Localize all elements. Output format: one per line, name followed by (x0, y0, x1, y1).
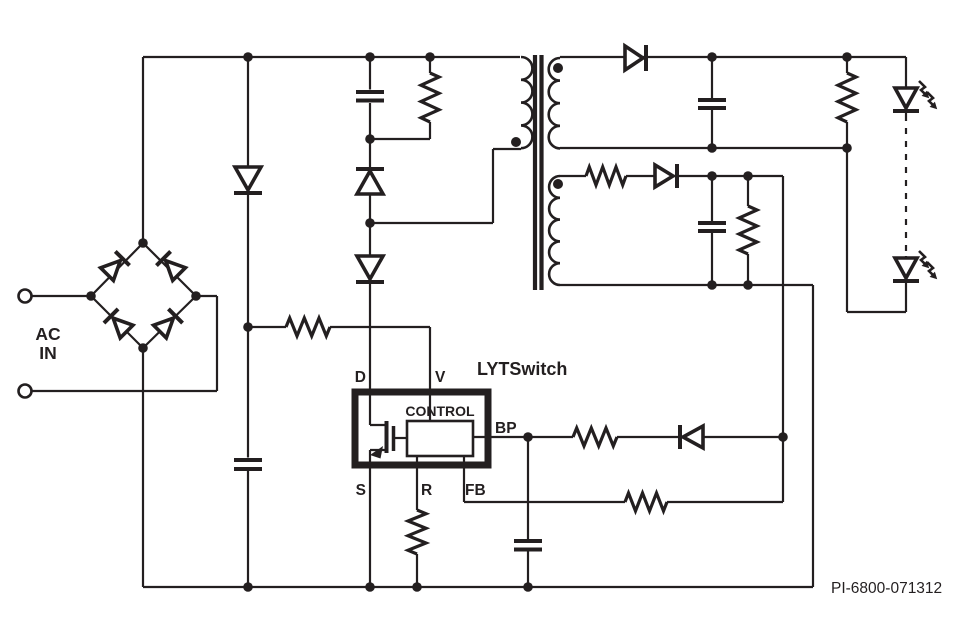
output1-preload-resistor (834, 71, 860, 124)
light-emission-arrow-icon (917, 249, 931, 270)
bridge-diode-icon (97, 249, 132, 284)
ac-terminal-bottom (17, 383, 33, 399)
pin-label-source: S (356, 482, 366, 499)
text-labels: LYTSwitch D V S R FB BP PI-6800-071312 (355, 359, 942, 597)
clamp-capacitor (356, 90, 384, 103)
transformer (511, 55, 563, 290)
clamp-resistor (417, 71, 443, 124)
light-emission-arrow-icon (917, 79, 931, 100)
output1-filter-capacitor (698, 98, 726, 110)
mosfet-icon (370, 421, 407, 459)
voltage-sense-resistor (284, 313, 332, 341)
junction-dots (86, 52, 852, 592)
lytswitch-ic: CONTROL (351, 388, 492, 469)
r-pin-resistor (403, 508, 431, 556)
light-emission-arrow-icon (925, 90, 939, 111)
bypass-diode (678, 422, 705, 452)
output2-filter-capacitor (698, 221, 726, 233)
pin-label-bypass: BP (495, 420, 517, 437)
bypass-resistor (571, 423, 619, 451)
feedback-resistor (623, 488, 669, 516)
pin-label-drain: D (355, 369, 366, 386)
output2-preload-resistor (735, 204, 761, 256)
bridge-rectifier (90, 242, 197, 349)
pin-label-feedback: FB (465, 482, 486, 499)
pin-label-voltage: V (435, 369, 446, 386)
primary-polarity-dot (511, 137, 521, 147)
bulk-filter-capacitor (234, 458, 262, 471)
led-icon (891, 79, 939, 113)
output1-rectifier-diode (623, 42, 648, 74)
ac-in-label-line1: AC (35, 324, 61, 344)
led-icon (891, 249, 939, 283)
ac-in-label-line2: IN (39, 343, 57, 363)
control-label: CONTROL (405, 403, 475, 419)
bridge-diode-icon (156, 251, 186, 281)
clamp-diode (353, 167, 387, 196)
part-number-label: PI-6800-071312 (831, 580, 942, 597)
winding2-polarity-dot (553, 179, 563, 189)
input-blocking-diode (231, 165, 265, 195)
ac-input: AC IN (17, 288, 61, 399)
output2-series-resistor (584, 162, 628, 190)
ic-outline (351, 388, 492, 469)
ac-terminal-top (17, 288, 33, 304)
control-block (405, 419, 475, 458)
pin-label-resistor: R (421, 482, 432, 499)
series-blocking-diode (353, 254, 387, 284)
bypass-capacitor (514, 539, 542, 552)
led-string (891, 79, 939, 283)
output2-rectifier-diode (653, 161, 679, 191)
light-emission-arrow-icon (925, 260, 939, 281)
output-winding-2 (547, 174, 561, 287)
primary-winding (520, 55, 534, 150)
ic-name-label: LYTSwitch (477, 359, 567, 379)
output-winding-1 (547, 56, 561, 150)
winding1-polarity-dot (553, 63, 563, 73)
